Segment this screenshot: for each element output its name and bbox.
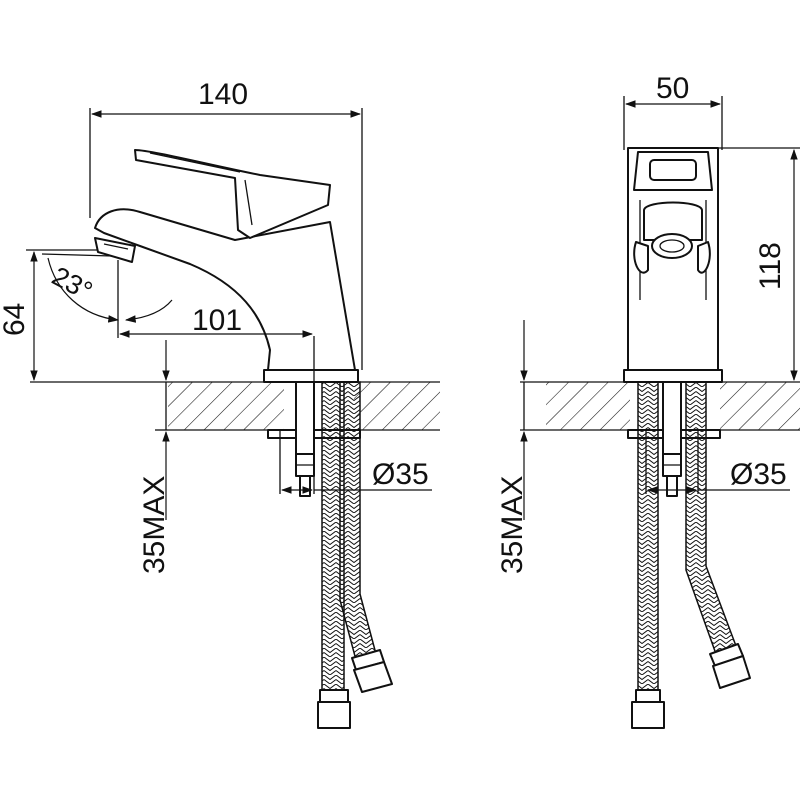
front-hole-diameter-label: Ø35: [730, 458, 787, 491]
side-supply-hose-right: [339, 381, 393, 693]
side-hole-diameter-label: Ø35: [372, 458, 429, 491]
side-angle-dimension: 23°: [41, 253, 173, 323]
side-mounting-hardware: [295, 381, 315, 497]
side-width-dimension: 140: [89, 78, 363, 370]
front-max-thickness-label: 35MAX: [496, 476, 529, 574]
side-width-label: 140: [198, 78, 248, 111]
front-height-dimension: 118: [710, 147, 800, 382]
front-height-label: 118: [754, 242, 787, 290]
side-countertop: [30, 381, 440, 431]
front-view: 50 118 35MAX Ø35: [496, 72, 800, 729]
side-angle-label: 23°: [47, 261, 97, 307]
front-mounting-hardware: [662, 381, 682, 497]
front-hole-diameter-dimension: Ø35: [645, 430, 790, 494]
side-supply-hose-left: [317, 381, 351, 729]
side-hole-diameter-dimension: Ø35: [279, 430, 432, 494]
side-reach-label: 101: [192, 304, 242, 337]
front-width-label: 50: [656, 72, 689, 105]
side-view: 140 101 64 23° 35MAX: [0, 78, 440, 729]
side-height-label: 64: [0, 303, 31, 336]
side-reach-dimension: 101: [117, 260, 315, 494]
side-max-thickness-dimension: 35MAX: [138, 340, 171, 574]
front-countertop: [520, 381, 800, 431]
front-supply-hose-left: [631, 381, 665, 729]
front-max-thickness-dimension: 35MAX: [496, 320, 529, 574]
side-height-dimension: 64: [0, 249, 98, 382]
side-max-thickness-label: 35MAX: [138, 476, 171, 574]
front-width-dimension: 50: [623, 72, 723, 150]
